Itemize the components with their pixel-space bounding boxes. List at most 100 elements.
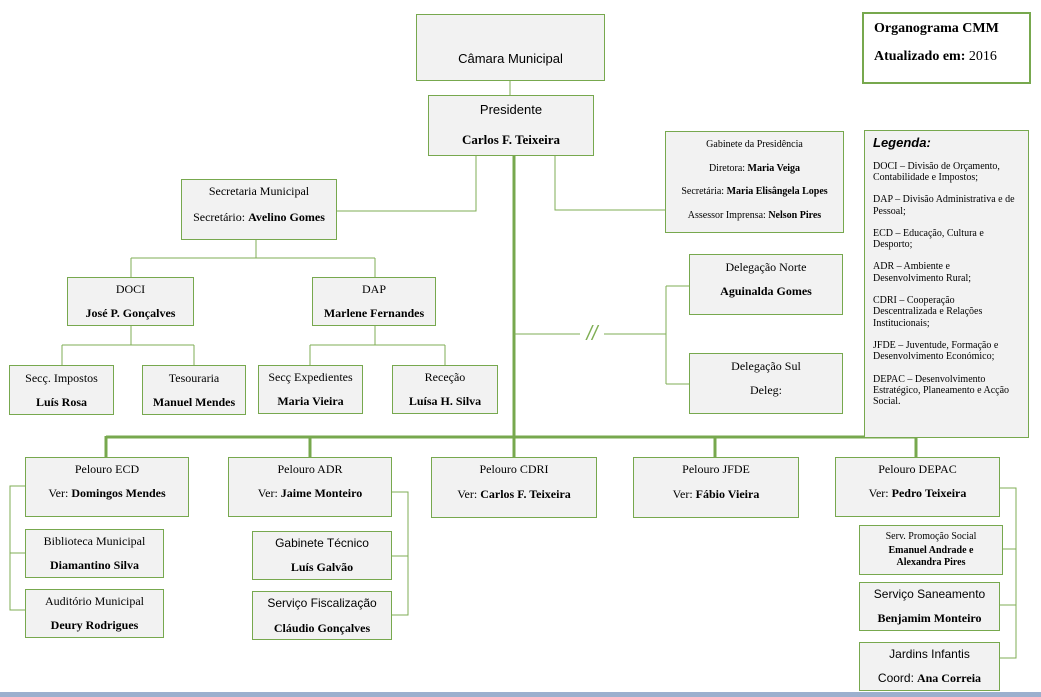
legend-box: Legenda: DOCI – Divisão de Orçamento, Co… <box>864 130 1029 438</box>
secc-expedientes-title: Secç Expedientes <box>268 370 353 384</box>
pelouro-cdri-box: Pelouro CDRI Ver: Carlos F. Teixeira <box>431 457 597 518</box>
gabinete-line-1-name: Maria Veiga <box>747 163 801 174</box>
delegacao-sul-title: Delegação Sul <box>731 359 801 373</box>
auditorio-title: Auditório Municipal <box>45 594 144 608</box>
pelouro-depac-box: Pelouro DEPAC Ver: Pedro Teixeira <box>835 457 1000 517</box>
servico-fiscalizacao-title: Serviço Fiscalização <box>267 596 377 610</box>
tesouraria-box: Tesouraria Manuel Mendes <box>142 365 246 415</box>
gabinete-line-1: Diretora: Maria Veiga <box>666 163 843 175</box>
pelouro-ecd-line: Ver: Domingos Mendes <box>26 486 188 501</box>
presidente-name: Carlos F. Teixeira <box>461 132 561 147</box>
servico-promocao-social-box: Serv. Promoção Social Emanuel Andrade e … <box>859 525 1003 575</box>
servico-fiscalizacao-box: Serviço Fiscalização Cláudio Gonçalves <box>252 591 392 640</box>
jardins-title: Jardins Infantis <box>889 647 970 661</box>
secretaria-name: Avelino Gomes <box>248 210 325 224</box>
doci-title: DOCI <box>115 282 146 296</box>
pelouro-cdri-title: Pelouro CDRI <box>479 462 549 476</box>
pelouro-jfde-label: Ver: <box>672 487 693 501</box>
doci-name: José P. Gonçalves <box>85 306 176 320</box>
secc-impostos-box: Secç. Impostos Luís Rosa <box>9 365 114 415</box>
window-bottom-edge <box>0 692 1041 697</box>
pelouro-ecd-title: Pelouro ECD <box>74 462 140 476</box>
gabinete-line-3-label: Assessor Imprensa: <box>687 210 766 221</box>
pelouro-jfde-box: Pelouro JFDE Ver: Fábio Vieira <box>633 457 799 518</box>
secretaria-label: Secretário: <box>193 210 246 224</box>
gabinete-title: Gabinete da Presidência <box>706 139 803 150</box>
legend-item: ECD – Educação, Cultura e Desporto; <box>873 227 984 251</box>
delegacao-sul-box: Delegação Sul Deleg: <box>689 353 843 414</box>
tesouraria-name: Manuel Mendes <box>152 395 236 409</box>
auditorio-municipal-box: Auditório Municipal Deury Rodrigues <box>25 589 164 638</box>
pelouro-cdri-name: Carlos F. Teixeira <box>480 487 571 501</box>
rececao-box: Receção Luísa H. Silva <box>392 365 498 414</box>
rececao-name: Luísa H. Silva <box>408 394 482 408</box>
promocao-social-name-2: Alexandra Pires <box>896 557 966 568</box>
pelouro-depac-title: Pelouro DEPAC <box>878 462 957 476</box>
biblioteca-municipal-box: Biblioteca Municipal Diamantino Silva <box>25 529 164 578</box>
pelouro-ecd-label: Ver: <box>48 486 69 500</box>
break-mark: // <box>580 324 604 344</box>
dap-box: DAP Marlene Fernandes <box>312 277 436 326</box>
pelouro-cdri-line: Ver: Carlos F. Teixeira <box>432 487 596 502</box>
secc-impostos-name: Luís Rosa <box>35 395 88 409</box>
servico-saneamento-box: Serviço Saneamento Benjamim Monteiro <box>859 582 1000 631</box>
legend-heading: Legenda: <box>873 135 931 150</box>
pelouro-jfde-title: Pelouro JFDE <box>682 462 750 476</box>
legend-item: DEPAC – Desenvolvimento Estratégico, Pla… <box>873 373 1010 408</box>
pelouro-adr-name: Jaime Monteiro <box>280 486 363 500</box>
gabinete-line-1-label: Diretora: <box>708 163 746 174</box>
pelouro-jfde-line: Ver: Fábio Vieira <box>634 487 798 502</box>
jardins-infantis-box: Jardins Infantis Coord: Ana Correia <box>859 642 1000 691</box>
gabinete-tecnico-name: Luís Galvão <box>290 560 354 574</box>
gabinete-line-3-name: Nelson Pires <box>768 210 822 221</box>
biblioteca-name: Diamantino Silva <box>49 558 139 572</box>
chart-title-box: Organograma CMM Atualizado em: 2016 <box>862 12 1031 84</box>
secc-impostos-title: Secç. Impostos <box>25 371 98 385</box>
pelouro-adr-label: Ver: <box>257 486 278 500</box>
saneamento-title: Serviço Saneamento <box>873 587 986 601</box>
pelouro-jfde-name: Fábio Vieira <box>695 487 760 501</box>
rececao-title: Receção <box>424 370 466 384</box>
gabinete-line-3: Assessor Imprensa: Nelson Pires <box>666 210 843 222</box>
saneamento-name: Benjamim Monteiro <box>877 611 982 625</box>
pelouro-cdri-label: Ver: <box>457 487 478 501</box>
legend-item: ADR – Ambiente e Desenvolvimento Rural; <box>873 261 972 284</box>
jardins-label: Coord: <box>877 671 914 685</box>
legend-item: DOCI – Divisão de Orçamento, Contabilida… <box>873 160 1000 183</box>
pelouro-adr-title: Pelouro ADR <box>277 462 343 476</box>
presidente-box: Presidente Carlos F. Teixeira <box>428 95 594 156</box>
updated-line: Atualizado em: 2016 <box>874 49 997 65</box>
legend-item: DAP – Divisão Administrativa e de Pessoa… <box>873 194 1015 217</box>
legend-item: CDRI – Cooperação Descentralizada e Rela… <box>873 295 983 329</box>
updated-value: 2016 <box>968 49 997 64</box>
biblioteca-title: Biblioteca Municipal <box>43 534 146 548</box>
pelouro-adr-box: Pelouro ADR Ver: Jaime Monteiro <box>228 457 392 517</box>
auditorio-name: Deury Rodrigues <box>50 618 139 632</box>
pelouro-ecd-box: Pelouro ECD Ver: Domingos Mendes <box>25 457 189 517</box>
tesouraria-title: Tesouraria <box>168 371 220 385</box>
gabinete-presidencia-box: Gabinete da Presidência Diretora: Maria … <box>665 131 844 233</box>
pelouro-adr-line: Ver: Jaime Monteiro <box>229 486 391 501</box>
gabinete-line-2-name: Maria Elisângela Lopes <box>726 186 828 197</box>
camara-municipal-box: Câmara Municipal <box>416 14 605 81</box>
servico-fiscalizacao-name: Cláudio Gonçalves <box>273 621 371 635</box>
pelouro-depac-label: Ver: <box>868 486 889 500</box>
delegacao-norte-title: Delegação Norte <box>725 260 807 274</box>
jardins-line: Coord: Ana Correia <box>860 671 999 686</box>
gabinete-line-2: Secretária: Maria Elisângela Lopes <box>666 186 843 198</box>
promocao-social-title: Serv. Promoção Social <box>885 531 977 542</box>
secretaria-line: Secretário: Avelino Gomes <box>182 210 336 225</box>
legend-item: JFDE – Juventude, Formação e Desenvolvim… <box>873 339 999 363</box>
dap-title: DAP <box>361 282 386 296</box>
secretaria-title: Secretaria Municipal <box>208 184 310 198</box>
secc-expedientes-name: Maria Vieira <box>277 394 344 408</box>
doci-box: DOCI José P. Gonçalves <box>67 277 194 326</box>
delegacao-sul-name: Deleg: <box>750 383 782 397</box>
delegacao-norte-box: Delegação Norte Aguinalda Gomes <box>689 254 843 315</box>
gabinete-tecnico-box: Gabinete Técnico Luís Galvão <box>252 531 392 580</box>
chart-title: Organograma CMM <box>874 21 999 36</box>
dap-name: Marlene Fernandes <box>323 306 425 320</box>
secretaria-municipal-box: Secretaria Municipal Secretário: Avelino… <box>181 179 337 240</box>
gabinete-tecnico-title: Gabinete Técnico <box>275 536 369 550</box>
